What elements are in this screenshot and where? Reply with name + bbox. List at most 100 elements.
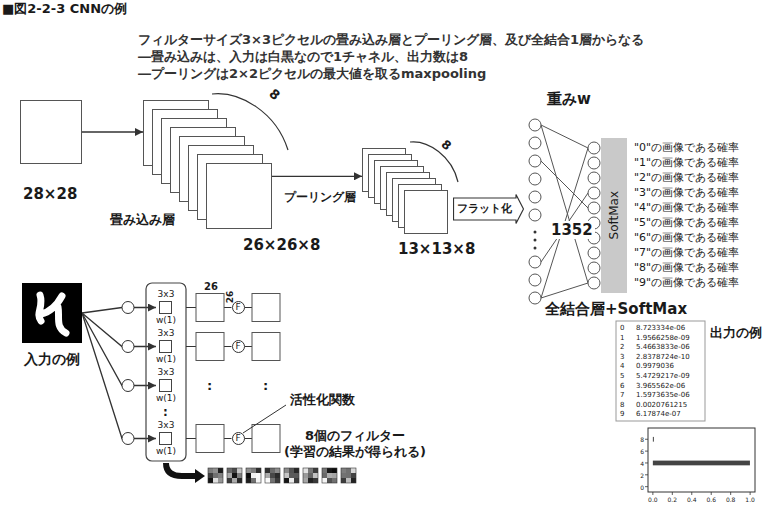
class-probability: "5"の画像である確率 <box>634 216 739 229</box>
ellipsis-mark: : <box>207 378 212 394</box>
axis-tick: 0.8 <box>726 496 736 503</box>
filter-image <box>313 473 318 478</box>
filter-image <box>251 468 256 473</box>
filter-image <box>246 478 251 483</box>
output-unit <box>588 187 600 199</box>
signal-line <box>224 346 232 347</box>
input-unit <box>122 302 134 314</box>
filter-image <box>294 478 299 483</box>
filter-image <box>275 478 280 483</box>
flow-arrow <box>82 313 156 347</box>
panel-title: 出力の例 <box>710 325 762 341</box>
table-cell: 8 <box>620 401 624 410</box>
thick-arrow <box>166 463 205 483</box>
filter-image <box>332 468 337 473</box>
bar-chart <box>691 492 692 495</box>
bar-chart <box>653 461 750 466</box>
callout-text: 活性化関数 <box>290 392 355 408</box>
filter-image <box>265 468 270 473</box>
stacked-maps <box>362 148 448 234</box>
filter-image <box>289 473 294 478</box>
filter-image <box>313 478 318 483</box>
filter-image <box>256 478 261 483</box>
input-unit <box>122 302 134 445</box>
feature-map <box>196 294 224 322</box>
node-text: w(1) <box>156 393 176 404</box>
axis-tick: 1.0 <box>745 496 755 503</box>
filter-image <box>208 468 223 483</box>
hidden-unit <box>529 119 541 131</box>
filter-image <box>289 478 294 483</box>
filter-image <box>246 468 251 473</box>
class-probability: "7"の画像である確率 <box>634 246 739 259</box>
input-unit <box>122 341 134 353</box>
filter-image <box>227 468 242 483</box>
filter-image <box>308 468 313 473</box>
connector-group <box>82 132 362 439</box>
signal-line <box>186 438 196 439</box>
arrow-outline <box>454 195 524 224</box>
filter-image <box>284 468 289 473</box>
filter-image <box>351 473 356 478</box>
weight-label: 重みw <box>547 90 591 108</box>
class-probability: "9"の画像である確率 <box>634 276 739 289</box>
filter-image <box>213 468 218 473</box>
table-cell: 6.17874e-07 <box>636 410 681 419</box>
node-text: 3x3 <box>158 328 175 339</box>
bar-chart <box>653 437 654 442</box>
filter-image <box>303 473 308 478</box>
filter-image <box>289 468 294 473</box>
filter-image <box>265 478 270 483</box>
node-caption: 畳み込み層 <box>110 212 175 228</box>
filter-image <box>232 478 237 483</box>
output-unit <box>588 202 600 214</box>
node-caption: 26×26×8 <box>243 236 320 254</box>
flow-arrow <box>82 131 143 132</box>
filter-image <box>256 473 261 478</box>
filter-image <box>308 473 313 478</box>
kernel-square <box>159 301 172 314</box>
signal-line <box>245 438 253 439</box>
axis-tick: 0.2 <box>668 496 678 503</box>
filter-image <box>246 468 261 483</box>
flow-arrow <box>82 308 156 314</box>
bar-chart <box>652 492 653 495</box>
filter-image <box>341 468 356 483</box>
filter-image <box>341 473 346 478</box>
filter-kernel: 3x3w(1) <box>156 420 176 457</box>
feature-map <box>252 425 280 453</box>
table-cell: 0.9979036 <box>636 362 674 371</box>
table-cell: 0 <box>620 324 624 333</box>
note-text: フィルターサイズ3×3ピクセルの畳み込み層とプーリング層、及び全結合1層からなる <box>138 32 644 48</box>
thick-arrow <box>166 463 196 476</box>
filter-image <box>332 473 337 478</box>
bar-chart <box>648 428 755 492</box>
node-text: w(1) <box>156 446 176 457</box>
map-sheet <box>405 191 448 234</box>
signal-line <box>186 346 196 347</box>
table-cell: 5.4663833e-06 <box>636 343 690 352</box>
filter-kernel: 3x3w(1) <box>156 328 176 365</box>
digit-image <box>22 283 82 343</box>
axis-tick: 4 <box>640 459 644 466</box>
table-cell: 1.9566258e-09 <box>636 334 690 343</box>
node-text: 3x3 <box>158 289 175 300</box>
class-probability: "8"の画像である確率 <box>634 261 739 274</box>
filter-image <box>322 468 337 483</box>
node-text: F <box>235 342 240 351</box>
hidden-unit <box>529 155 541 167</box>
input-image: 入力の例 <box>22 283 82 343</box>
filter-image <box>213 478 218 483</box>
class-probability: "2"の画像である確率 <box>634 171 739 184</box>
figure-title: ■図2-2-3 CNNの例 <box>2 1 127 17</box>
filter-image <box>351 468 356 473</box>
kernel-square <box>159 432 172 445</box>
axis-tick: 0.0 <box>648 496 658 503</box>
flatten-arrow: フラット化 <box>453 194 524 224</box>
table-cell: 2.8378724e-10 <box>636 353 690 362</box>
signal-line <box>224 307 232 308</box>
node-caption: 28×28 <box>23 185 77 203</box>
softmax-band: SoftMax <box>601 138 627 293</box>
filter-kernel: 3x3w(1) <box>156 289 176 326</box>
node-text: フラット化 <box>457 202 512 215</box>
